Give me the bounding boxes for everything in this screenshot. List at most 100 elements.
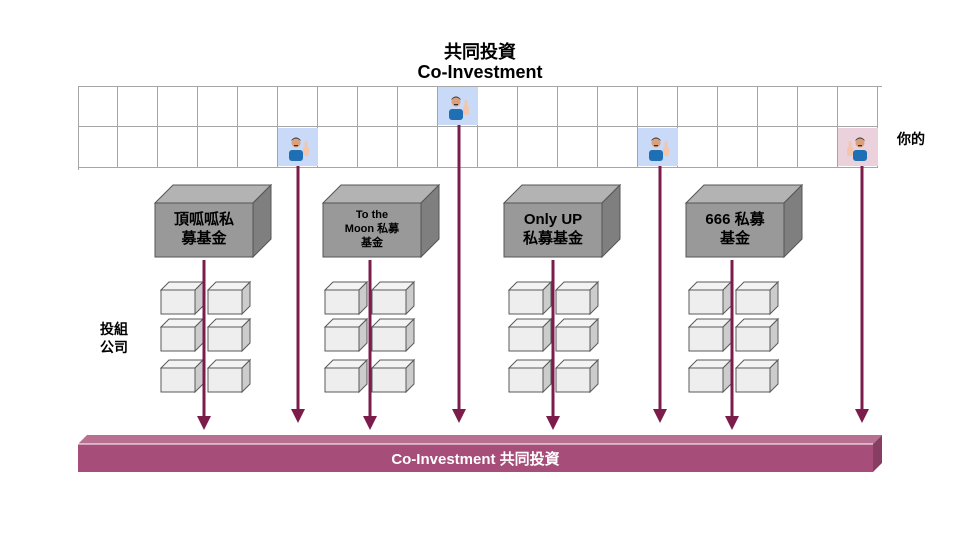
portfolio-company-cube-front [160,326,196,352]
investor-arrow-head [291,409,305,423]
fund-arrow-head [725,416,739,430]
portfolio-company-cube-front [324,289,360,315]
portfolio-company-cube-front [688,289,724,315]
grid-cell [198,86,238,127]
fund-label: 666 私募基金 [686,203,784,257]
grid-cell [358,86,398,127]
diagram-title-english: Co-Investment [417,62,543,82]
portfolio-company-cube-front [207,326,243,352]
co-investment-bar-top [78,435,882,444]
your-investor [838,128,878,166]
portfolio-company-cube-front [735,367,771,393]
grid-cell [78,127,118,168]
portfolio-company-cube-front [688,367,724,393]
fund-box-top [321,184,441,204]
fund-name: 666 私募基金 [705,211,764,249]
grid-cell [78,86,118,127]
grid-cell [118,86,158,127]
portfolio-company-cube-front [555,289,591,315]
investor-grid-frame [78,86,882,170]
portfolio-companies-label: 投組 公司 [100,320,128,356]
grid-cell [798,86,838,127]
fund-name: 頂呱呱私募基金 [174,211,234,249]
fund-name-line: 基金 [719,230,750,247]
co-investor [438,87,478,125]
grid-cell [358,127,398,168]
thumbs-up-person-icon [644,133,672,161]
grid-cell [478,127,518,168]
grid-cell [158,86,198,127]
grid-cell [198,127,238,168]
fund-name-line: To the [355,209,389,222]
grid-cell [518,127,558,168]
grid-cell [758,86,798,127]
portfolio-label-line-1: 投組 [100,321,128,337]
grid-cell [518,86,558,127]
grid-cell [558,127,598,168]
fund-label: 頂呱呱私募基金 [155,203,253,257]
fund-name-line: Only UP [523,211,583,229]
grid-cell [278,86,318,127]
you-label: 你的 [897,131,925,147]
portfolio-company-cube-front [688,326,724,352]
portfolio-company-cube-front [207,289,243,315]
fund-box-front [322,202,422,258]
grid-cell [558,86,598,127]
portfolio-company-cube-front [324,367,360,393]
grid-cell [238,127,278,168]
portfolio-company-cube-front [735,326,771,352]
fund-box-front [154,202,254,258]
fund-arrow-head [546,416,560,430]
fund-name-line: 私募基金 [522,230,583,247]
portfolio-company-cube-front [371,289,407,315]
fund-name-line: 666 私募 [705,211,765,229]
co-investor [278,128,318,166]
investor-arrow-head [653,409,667,423]
investor-arrow-head [855,409,869,423]
fund-box-top [502,184,622,204]
fund-box-front [503,202,603,258]
grid-cell [158,127,198,168]
co-investment-bar-side [873,435,882,472]
grid-cell [798,127,838,168]
grid-cell [718,86,758,127]
portfolio-company-cube-front [508,326,544,352]
diagram-title-chinese: 共同投資 [444,42,516,62]
portfolio-company-cube-front [555,367,591,393]
co-investment-bar-label: Co-Investment 共同投資 [391,450,560,468]
thumbs-up-person-icon [844,133,872,161]
grid-cell [638,86,678,127]
fund-arrow-head [363,416,377,430]
fund-name-line: Moon 私募 [344,223,400,236]
grid-cell [758,127,798,168]
grid-cell [318,127,358,168]
grid-cell [598,86,638,127]
fund-arrow-head [197,416,211,430]
fund-box-top [684,184,804,204]
thumbs-up-person-icon [284,133,312,161]
investor-grid [78,86,882,170]
portfolio-label-line-2: 公司 [100,339,128,355]
portfolio-company-cube-front [371,367,407,393]
grid-cell [478,86,518,127]
portfolio-company-cube-front [735,289,771,315]
fund-box-top [153,184,273,204]
grid-cell [718,127,758,168]
portfolio-company-cube-front [324,326,360,352]
grid-cell [678,127,718,168]
grid-cell [398,127,438,168]
grid-cell [398,86,438,127]
co-investment-bar-front [78,444,873,472]
portfolio-company-cube-front [508,367,544,393]
fund-name-line: 頂呱呱私 [173,211,234,229]
portfolio-company-cube-front [555,326,591,352]
portfolio-company-cube-front [508,289,544,315]
grid-cell [838,86,878,127]
grid-cell [238,86,278,127]
grid-cell [118,127,158,168]
